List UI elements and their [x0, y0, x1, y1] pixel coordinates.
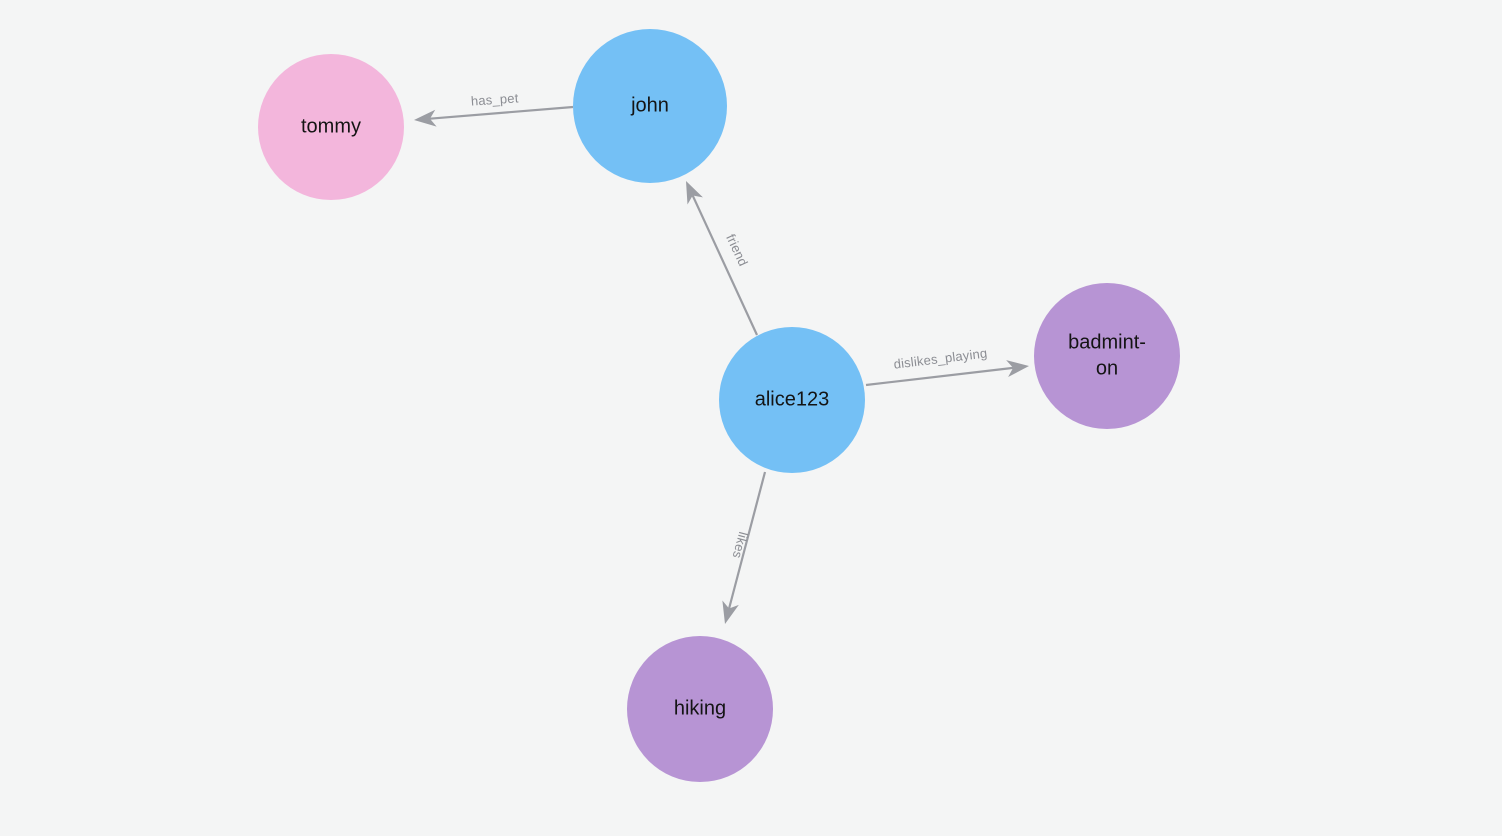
edge-label: friend [723, 232, 751, 269]
node-label: john [630, 94, 669, 116]
graph-edge[interactable]: has_pet [414, 90, 574, 127]
node-circle[interactable] [573, 29, 727, 183]
edge-line [728, 471, 767, 609]
node-circle[interactable] [258, 54, 404, 200]
edge-label: has_pet [470, 90, 519, 108]
edge-line [691, 195, 758, 336]
graph-node-tommy[interactable]: tommy [258, 54, 404, 200]
node-circle[interactable] [719, 327, 865, 473]
graph-node-alice123[interactable]: alice123 [719, 327, 865, 473]
edge-line [865, 366, 1014, 387]
edge-arrowhead [414, 109, 437, 127]
graph-node-hiking[interactable]: hiking [627, 636, 773, 782]
graph-edge[interactable]: likes [722, 471, 767, 624]
node-circle[interactable] [627, 636, 773, 782]
node-label: hiking [674, 697, 726, 719]
graph-node-badminton[interactable]: badmint-on [1034, 283, 1180, 429]
node-label: badmint- [1068, 331, 1146, 353]
nodes-layer: tommy john alice123 badmint-on hiking [258, 29, 1180, 782]
graph-edge[interactable]: dislikes_playing [865, 345, 1029, 387]
node-circle[interactable] [1034, 283, 1180, 429]
node-label: on [1096, 357, 1118, 379]
edge-line [429, 105, 574, 120]
edge-arrowhead [1006, 360, 1029, 377]
node-label: alice123 [755, 388, 830, 410]
graph-edge[interactable]: friend [686, 181, 758, 336]
graph-node-john[interactable]: john [573, 29, 727, 183]
edge-label: dislikes_playing [893, 345, 988, 371]
edge-arrowhead [722, 600, 739, 624]
edge-arrowhead [686, 181, 703, 205]
node-label: tommy [301, 115, 361, 137]
edge-label: likes [730, 530, 752, 560]
